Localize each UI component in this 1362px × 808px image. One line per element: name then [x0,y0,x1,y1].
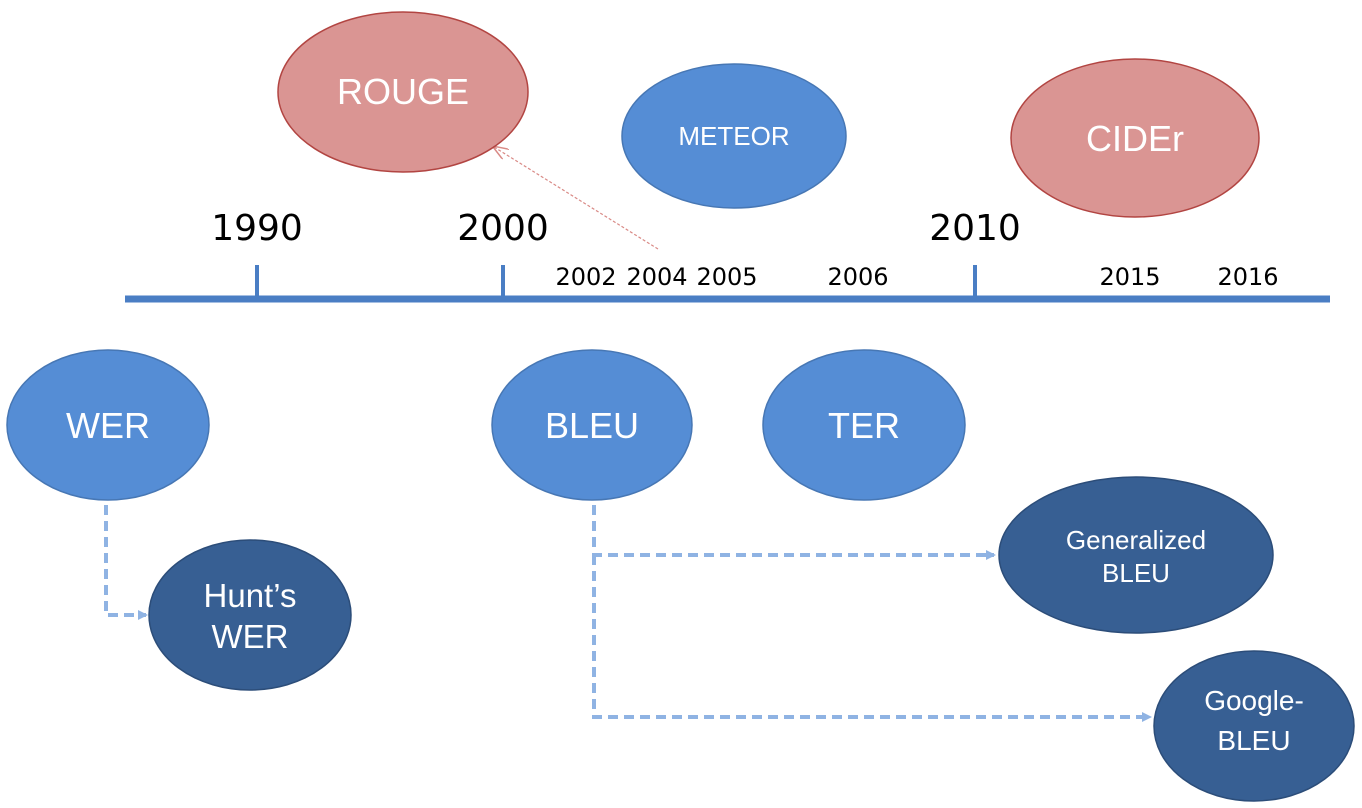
timeline-axis [125,265,1330,303]
google-bleu-label-line1: Google- [1204,685,1304,716]
hunts-wer-label-line1: Hunt’s [204,577,297,614]
year-2002-label: 2002 [555,263,616,291]
node-bleu: BLEU [491,349,693,501]
year-2016-label: 2016 [1217,263,1278,291]
meteor-label: METEOR [678,121,789,151]
ter-label: TER [828,405,900,446]
wer-to-hunts-wer-arrow [104,505,148,620]
node-generalized-bleu: Generalized BLEU [998,476,1274,634]
year-2005-label: 2005 [696,263,757,291]
cider-label: CIDEr [1086,118,1184,159]
google-bleu-label-line2: BLEU [1217,725,1290,756]
wer-label: WER [66,405,150,446]
year-2004-label: 2004 [626,263,687,291]
year-labels: 1990 2000 2010 2002 2004 2005 2006 2015 … [211,208,1278,291]
node-hunts-wer: Hunt’s WER [148,539,352,691]
google-bleu-ellipse [1153,650,1355,802]
node-rouge: ROUGE [277,11,529,173]
rouge-label: ROUGE [337,71,469,112]
year-2015-label: 2015 [1099,263,1160,291]
node-google-bleu: Google- BLEU [1153,650,1355,802]
hunts-wer-label-line2: WER [212,618,289,655]
bleu-ellipse [491,349,693,501]
year-2006-label: 2006 [827,263,888,291]
hunts-wer-ellipse [148,539,352,691]
bleu-to-google-bleu-arrow [592,555,1152,722]
year-2010-label: 2010 [929,208,1021,249]
meteor-ellipse [621,63,847,209]
year-2000-label: 2000 [457,208,549,249]
connectors [104,147,1152,722]
node-ter: TER [762,349,966,501]
cider-ellipse [1010,58,1260,218]
bleu-label: BLEU [545,405,639,446]
node-cider: CIDEr [1010,58,1260,218]
year-1990-label: 1990 [211,208,303,249]
bleu-to-generalized-bleu-arrow [592,505,996,560]
wer-ellipse [6,349,210,501]
node-wer: WER [6,349,210,501]
generalized-bleu-label-line2: BLEU [1102,558,1170,588]
generalized-bleu-label-line1: Generalized [1066,525,1206,555]
generalized-bleu-ellipse [998,476,1274,634]
ter-ellipse [762,349,966,501]
node-meteor: METEOR [621,63,847,209]
rouge-ellipse [277,11,529,173]
meteor-to-rouge-arrow [494,147,659,250]
